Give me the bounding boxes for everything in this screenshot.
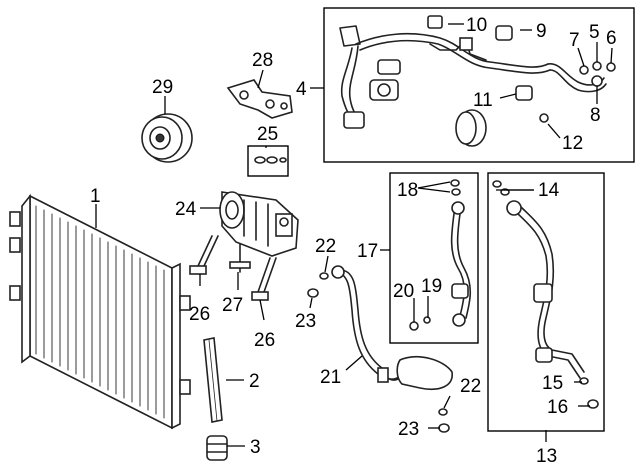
callout-13: 13 bbox=[536, 446, 557, 467]
liquid-line-icon[interactable] bbox=[492, 180, 599, 409]
callout-3: 3 bbox=[250, 437, 261, 458]
callout-22: 22 bbox=[315, 236, 336, 257]
suction-line-icon[interactable] bbox=[409, 179, 472, 331]
callout-16: 16 bbox=[547, 397, 568, 418]
callout-17: 17 bbox=[357, 241, 378, 262]
stud-icon[interactable] bbox=[229, 243, 251, 273]
callout-26: 26 bbox=[254, 330, 275, 351]
seal-strip-icon[interactable] bbox=[203, 337, 223, 423]
callout-7: 7 bbox=[569, 30, 580, 51]
group-box-17 bbox=[389, 172, 479, 344]
discharge-hose-icon[interactable] bbox=[331, 265, 453, 390]
callout-23: 23 bbox=[398, 419, 419, 440]
callout-27: 27 bbox=[222, 295, 243, 316]
bracket-icon[interactable] bbox=[226, 79, 293, 119]
bolt-icon[interactable] bbox=[189, 235, 219, 275]
callout-20: 20 bbox=[393, 281, 414, 302]
callout-14: 14 bbox=[538, 180, 560, 201]
callout-9: 9 bbox=[536, 21, 547, 42]
callout-5: 5 bbox=[589, 22, 600, 43]
callout-10: 10 bbox=[466, 15, 487, 36]
compressor-icon[interactable] bbox=[219, 191, 299, 257]
callout-18: 18 bbox=[397, 180, 418, 201]
callout-12: 12 bbox=[562, 133, 583, 154]
grommet-icon[interactable] bbox=[206, 435, 228, 461]
hose-assembly-icon[interactable] bbox=[339, 15, 616, 147]
callout-19: 19 bbox=[421, 276, 442, 297]
callout-6: 6 bbox=[606, 28, 617, 49]
callout-4: 4 bbox=[296, 79, 307, 100]
callout-25: 25 bbox=[257, 124, 278, 145]
callout-24: 24 bbox=[175, 199, 197, 220]
leader-lines bbox=[95, 23, 613, 447]
condenser-icon[interactable] bbox=[9, 193, 191, 430]
callout-22: 22 bbox=[460, 376, 481, 397]
callout-11: 11 bbox=[473, 90, 493, 111]
callout-labels: 1 2 3 4 5 6 7 8 9 10 11 12 13 14 15 16 1… bbox=[90, 15, 617, 467]
callout-1: 1 bbox=[90, 186, 101, 207]
clutch-pulley-icon[interactable] bbox=[141, 113, 193, 163]
bolt-icon[interactable] bbox=[251, 257, 277, 301]
callout-2: 2 bbox=[249, 371, 260, 392]
callout-23: 23 bbox=[295, 311, 316, 332]
group-box-4 bbox=[323, 7, 635, 163]
callout-28: 28 bbox=[252, 50, 273, 71]
callout-21: 21 bbox=[320, 367, 341, 388]
seal-kit-icon[interactable] bbox=[247, 145, 289, 177]
callout-8: 8 bbox=[590, 105, 601, 126]
callout-15: 15 bbox=[542, 373, 563, 394]
callout-29: 29 bbox=[152, 77, 173, 98]
callout-26: 26 bbox=[189, 304, 210, 325]
